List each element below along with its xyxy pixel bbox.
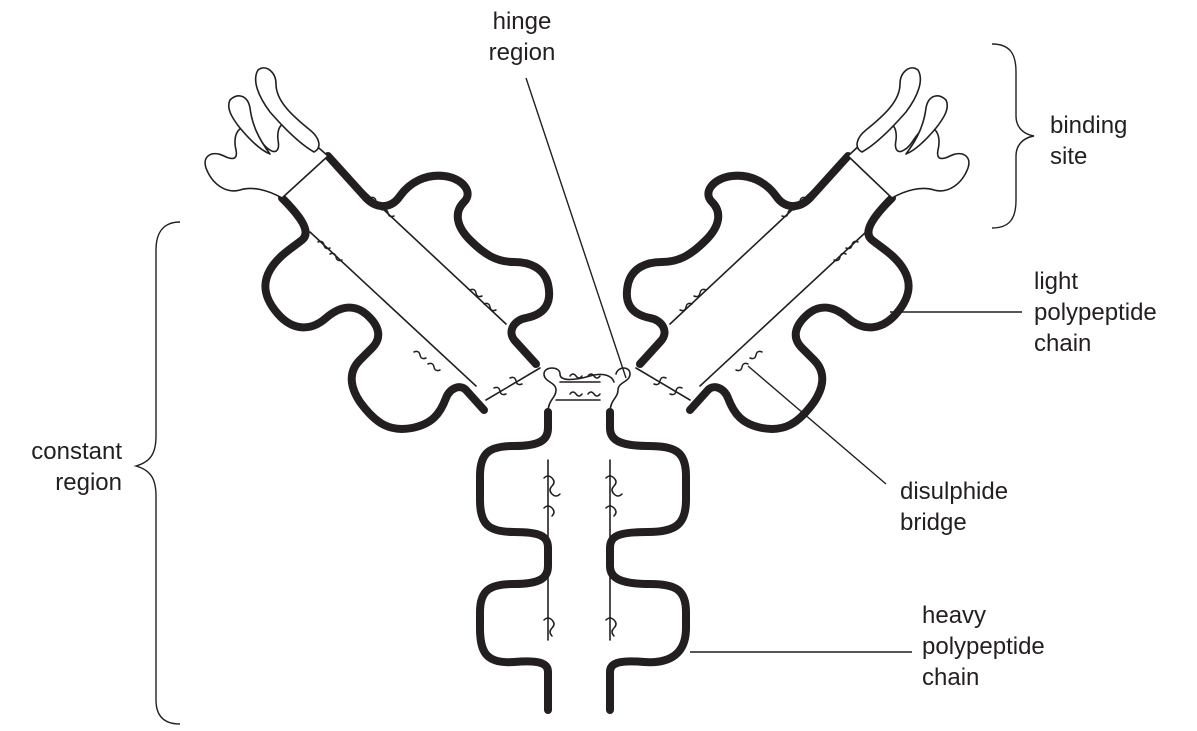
hinge-leader-line (526, 78, 626, 378)
constant-region-label-line-1: constant (0, 436, 122, 467)
constant-region-bracket (136, 222, 180, 724)
constant-region-label: constant region (0, 436, 122, 498)
binding-site-label-line-2: site (1050, 141, 1127, 172)
binding-site-label: binding site (1050, 110, 1127, 172)
heavy-chain-right-stem (610, 412, 686, 710)
disulphide-bridge-label: disulphide bridge (900, 476, 1008, 538)
light-chain-label: light polypeptide chain (1034, 266, 1157, 359)
light-chain-label-line-3: chain (1034, 328, 1157, 359)
disulphide-bridge-label-line-2: bridge (900, 507, 1008, 538)
heavy-chain-label: heavy polypeptide chain (922, 600, 1045, 693)
binding-site-bracket (992, 44, 1034, 228)
heavy-chain-label-line-1: heavy (922, 600, 1045, 631)
heavy-chain-left-stem (480, 412, 548, 710)
hinge-region-label: hinge region (462, 6, 582, 68)
hinge-region (544, 368, 630, 412)
light-chain-label-line-2: polypeptide (1034, 297, 1157, 328)
hinge-region-label-line-1: hinge (462, 6, 582, 37)
left-arm-disulphide-bridges (310, 180, 540, 400)
left-binding-site (205, 68, 328, 198)
right-binding-site (848, 68, 969, 198)
light-chain-label-line-1: light (1034, 266, 1157, 297)
right-arm-heavy-chain (690, 198, 909, 429)
hinge-region-label-line-2: region (462, 37, 582, 68)
constant-region-label-line-2: region (0, 467, 122, 498)
heavy-chain-label-line-3: chain (922, 662, 1045, 693)
right-arm-disulphide-bridges (636, 180, 866, 400)
disulphide-bridge-label-line-1: disulphide (900, 476, 1008, 507)
binding-site-label-line-1: binding (1050, 110, 1127, 141)
left-arm-heavy-chain (265, 198, 484, 429)
heavy-chain-label-line-2: polypeptide (922, 631, 1045, 662)
stem-disulphide-bridges (544, 460, 622, 640)
